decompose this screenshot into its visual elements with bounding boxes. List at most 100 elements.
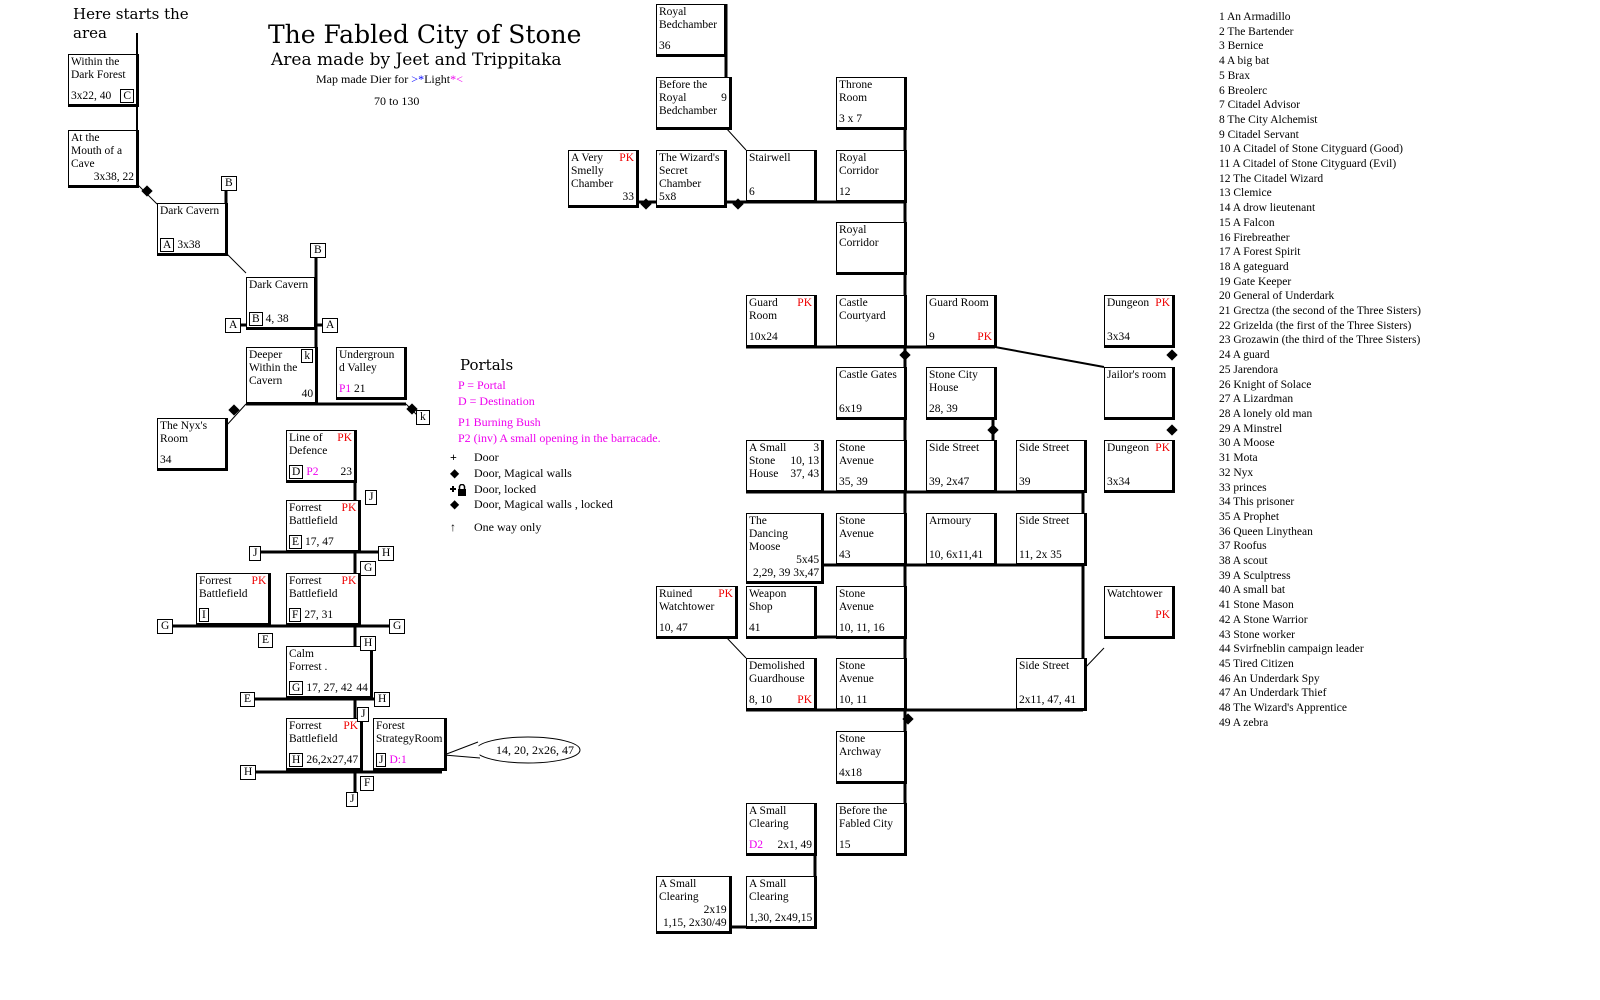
room-name: Forrest Battlefield bbox=[199, 575, 248, 600]
mob-list-item: 11 A Citadel of Stone Cityguard (Evil) bbox=[1219, 158, 1397, 171]
credit-deco: *< bbox=[450, 72, 463, 86]
room-info: 10, 11 bbox=[839, 694, 867, 707]
mob-list-item: 9 Citadel Servant bbox=[1219, 128, 1299, 141]
room-header-right: PK bbox=[337, 432, 352, 445]
room-info: D2 bbox=[749, 839, 766, 852]
symbol-legend: +Door ◆Door, Magical walls Door, locked … bbox=[450, 450, 613, 536]
connector-line bbox=[725, 127, 747, 151]
mob-numbers: 11, 2x 35 bbox=[1019, 549, 1062, 561]
magic-door-icon bbox=[987, 424, 999, 436]
mob-list-item: 17 A Forest Spirit bbox=[1219, 246, 1301, 259]
mob-numbers: 33 bbox=[622, 191, 635, 203]
connector-line bbox=[225, 252, 247, 274]
room-header: Dark Cavern bbox=[160, 205, 223, 218]
exit-tag: A bbox=[160, 238, 175, 252]
portals-heading: Portals bbox=[460, 356, 514, 374]
portals-legend: P = Portal D = Destination P1 Burning Bu… bbox=[458, 378, 661, 446]
room-name: Castle Gates bbox=[839, 369, 897, 381]
mob-numbers: 41 bbox=[749, 622, 761, 634]
room-info: 3x22, 40 bbox=[71, 90, 111, 103]
room-header: Castle Courtyard bbox=[839, 297, 902, 323]
room-info: 39, 2x47 bbox=[929, 476, 969, 489]
room-name: Forrest Battlefield bbox=[289, 720, 338, 745]
room-name: At the Mouth of a Cave bbox=[71, 132, 123, 170]
mob-numbers: 3x34 bbox=[1107, 476, 1130, 488]
mob-list-item: 1 An Armadillo bbox=[1219, 11, 1291, 23]
room-spacer bbox=[749, 904, 812, 912]
magic-door-icon bbox=[141, 185, 153, 197]
room-name: The Dancing Moose bbox=[749, 515, 788, 553]
level-range: 70 to 130 bbox=[374, 94, 420, 108]
room-name: Side Street bbox=[929, 442, 980, 454]
mob-list-item: 36 Queen Linythean bbox=[1219, 525, 1313, 538]
room: Side Street 39, 2x47 bbox=[926, 440, 997, 493]
room-name: Line of Defence bbox=[289, 432, 328, 457]
mob-list-item: 31 Mota bbox=[1219, 452, 1258, 465]
mob-numbers: 6x19 bbox=[839, 403, 862, 415]
magic-door-icon bbox=[640, 198, 652, 210]
room-footer: 10x24 bbox=[749, 331, 812, 344]
mob-callout: 14, 20, 2x26, 47 bbox=[496, 743, 574, 757]
room-info: 4x18 bbox=[839, 767, 862, 780]
room-name: A Small Clearing bbox=[749, 878, 789, 903]
room-spacer bbox=[1107, 601, 1170, 609]
room-name: Calm Forrest . bbox=[289, 648, 328, 673]
mob-list-item: 45 Tired Citizen bbox=[1219, 657, 1294, 670]
room-spacer bbox=[839, 686, 902, 694]
room-name: Dark Cavern bbox=[160, 205, 220, 217]
mob-list-item: 28 A lonely old man bbox=[1219, 407, 1313, 420]
mob-list-item: 8 The City Alchemist bbox=[1219, 113, 1318, 126]
room-footer: 6 bbox=[749, 186, 812, 199]
magic-door-icon: ◆ bbox=[450, 465, 460, 480]
room-info: 6 bbox=[749, 186, 755, 199]
mob-list-item: 30 A Moose bbox=[1219, 437, 1275, 450]
room-name: Watchtower bbox=[1107, 588, 1163, 600]
room-spacer bbox=[1107, 382, 1170, 416]
room-spacer bbox=[659, 118, 727, 126]
magic-door-icon bbox=[732, 198, 744, 210]
exit-tag: E bbox=[289, 535, 303, 549]
room-info: 10, 11, 16 bbox=[839, 622, 885, 635]
room-spacer bbox=[749, 614, 812, 622]
mob-numbers: 21 bbox=[354, 383, 366, 395]
magic-door-icon bbox=[1166, 424, 1178, 436]
room-spacer bbox=[839, 382, 902, 403]
room-footer: 3x38, 22 bbox=[71, 171, 134, 184]
room-spacer bbox=[839, 541, 902, 549]
room-header-right: PK bbox=[342, 502, 357, 515]
room-header-right: PK bbox=[252, 575, 267, 588]
mob-numbers: 26,2x27,47 bbox=[306, 754, 359, 766]
room-name: Forrest Battlefield bbox=[289, 575, 338, 600]
room-info: 3x34 bbox=[1107, 476, 1130, 489]
pk-badge: PK bbox=[341, 502, 357, 514]
room-footer: 10, 47 bbox=[659, 622, 733, 635]
mob-numbers: 10, 11, 16 bbox=[839, 622, 885, 634]
mob-list-item: 20 General of Underdark bbox=[1219, 290, 1335, 303]
room-footer: 3x34 bbox=[1107, 476, 1170, 489]
room-footer: 10, 11, 16 bbox=[839, 622, 902, 635]
room-footer: D2 2x1, 49 bbox=[749, 839, 812, 852]
room-spacer bbox=[929, 455, 992, 476]
mob-numbers: 10, 6x11,41 bbox=[929, 549, 984, 561]
room-header: The Dancing Moose bbox=[749, 515, 819, 554]
room-spacer bbox=[289, 601, 356, 608]
room-header: Royal Corridor bbox=[839, 224, 902, 250]
